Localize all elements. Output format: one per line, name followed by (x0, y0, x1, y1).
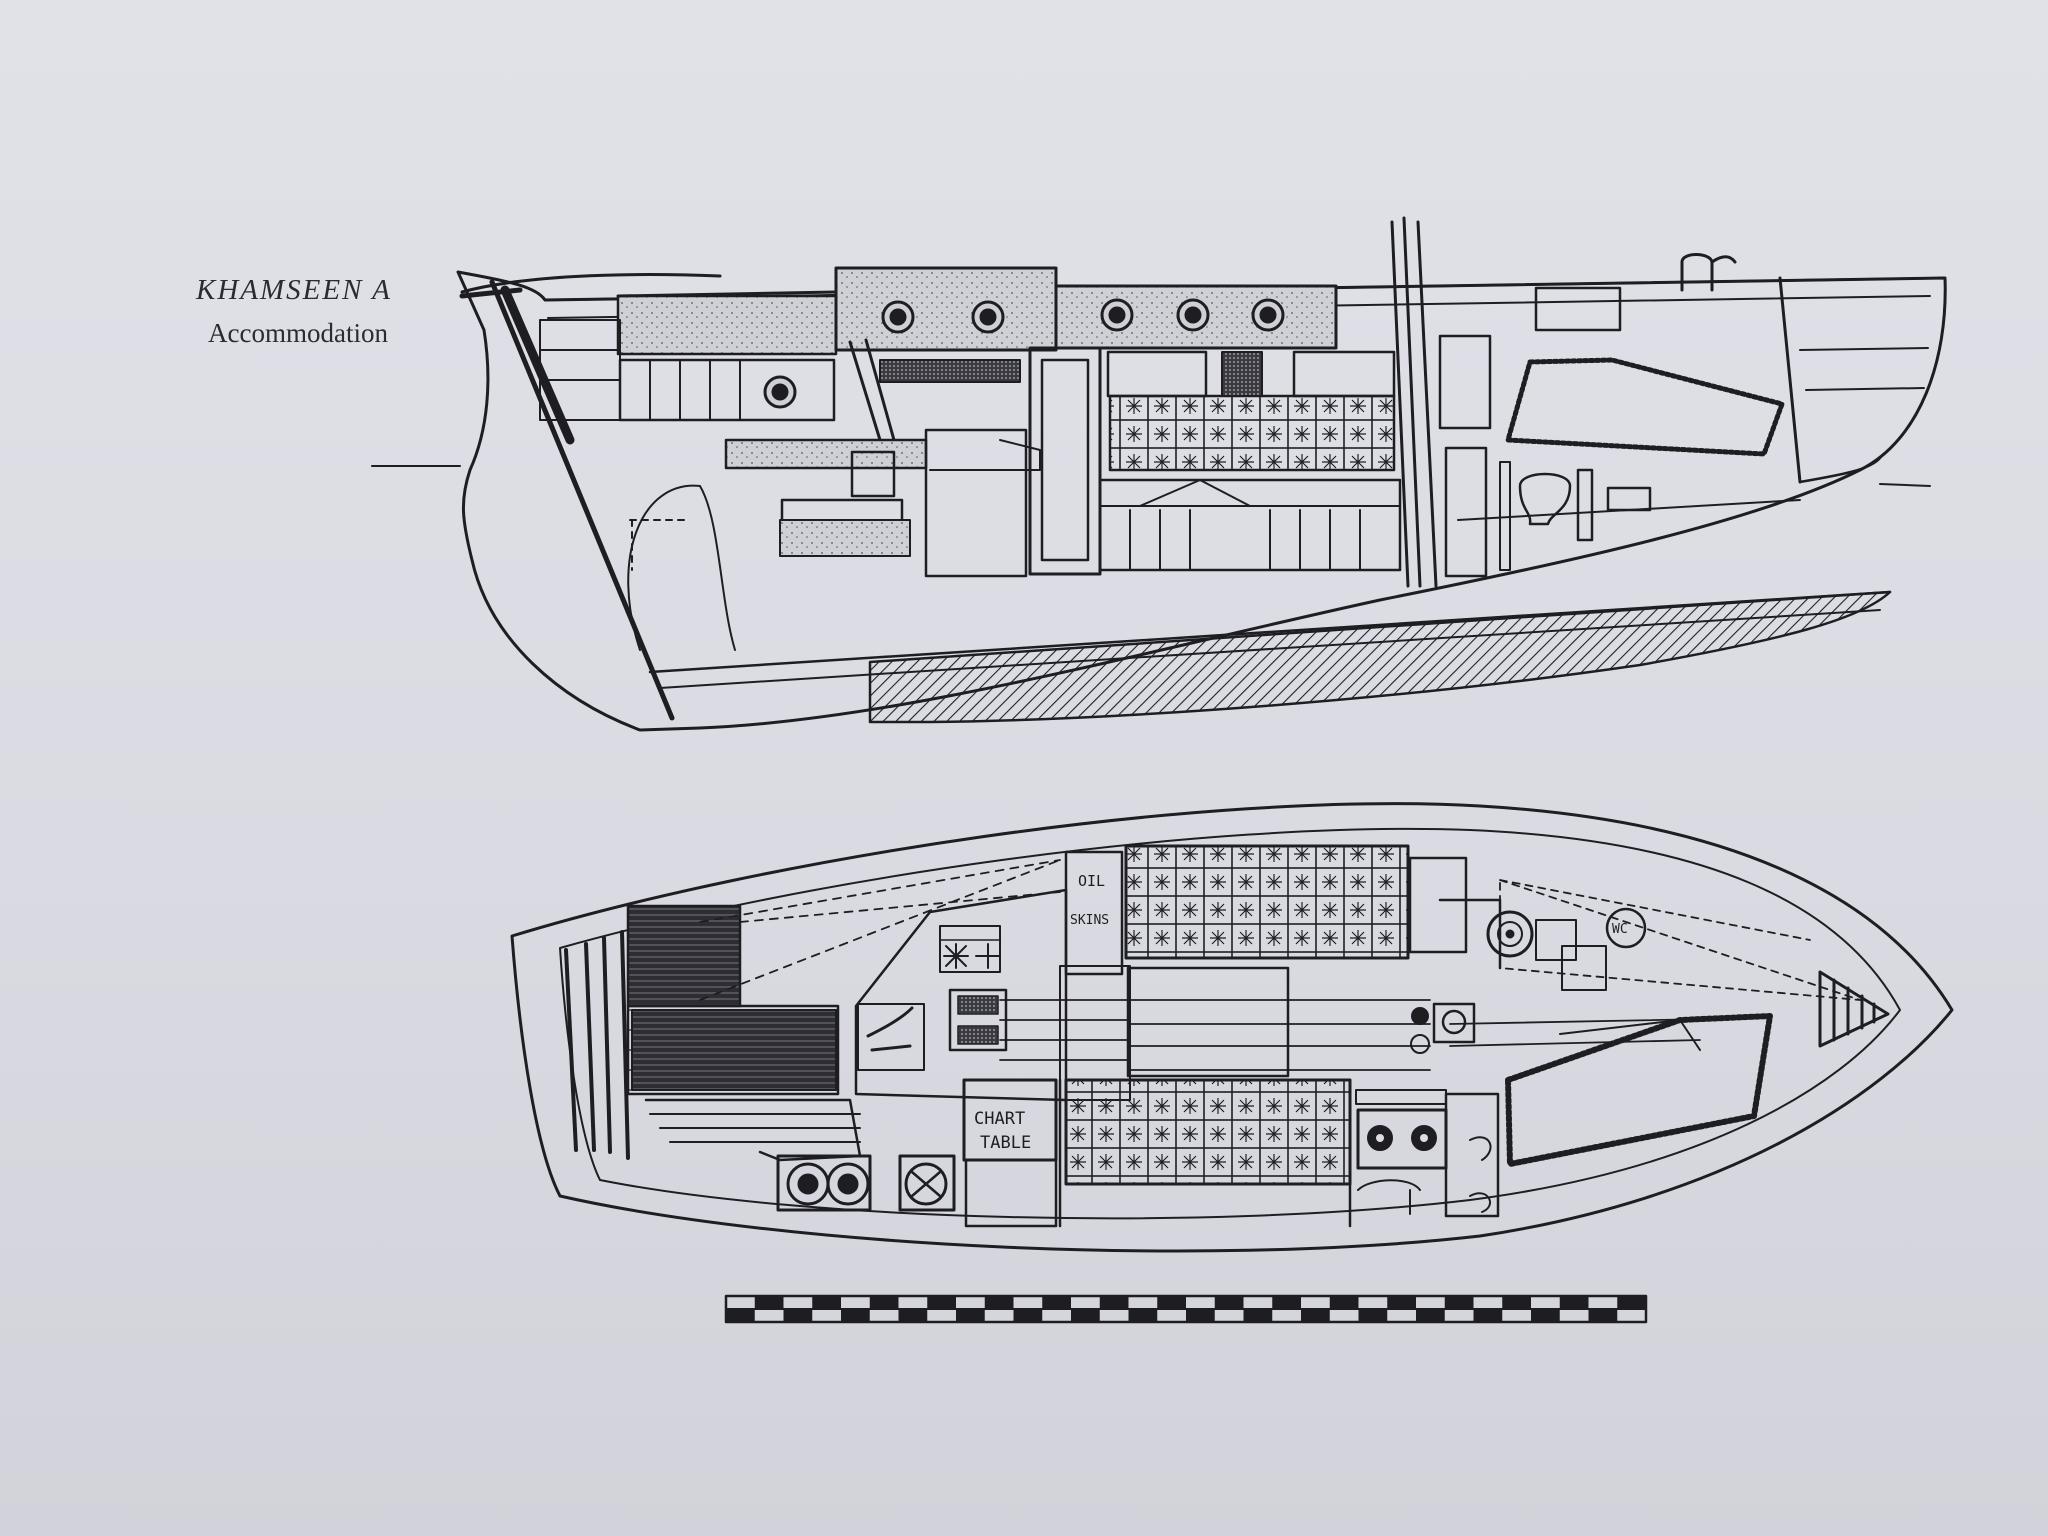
scale-bar-segment (1099, 1296, 1129, 1309)
scale-bar-segment (984, 1296, 1014, 1309)
settee-starboard (1064, 1078, 1352, 1186)
scale-bar-segment (1502, 1296, 1531, 1309)
scale-bar-segment (1444, 1296, 1474, 1309)
scale-bar-segment (956, 1309, 985, 1322)
winch-icon (904, 1162, 948, 1206)
hull-plan (510, 802, 1954, 1253)
oilskins-label-1: OIL (1078, 872, 1105, 890)
scale-bar-segment (754, 1296, 784, 1309)
scale-bar-segment (1214, 1296, 1244, 1309)
drawing-title: KHAMSEEN A (196, 274, 392, 306)
scale-bar-segment (1243, 1309, 1273, 1322)
chart-table-label-2: TABLE (980, 1133, 1031, 1153)
scale-bar-segment (1128, 1309, 1158, 1322)
scale-bar-segment (841, 1309, 870, 1322)
toilet-plan (1486, 910, 1534, 958)
wc-basin (1605, 907, 1647, 949)
scale-bar-segment (1071, 1309, 1100, 1322)
scale-bar-segment (1042, 1296, 1071, 1309)
scale-bar-segment (1588, 1309, 1618, 1322)
quarter-berth (1505, 357, 1785, 457)
oilskins-label-2: SKINS (1070, 913, 1109, 928)
wc-label: WC (1612, 922, 1628, 937)
settee-port (1124, 844, 1410, 960)
scale-bar-segment (1329, 1296, 1359, 1309)
scale-bar-segment (812, 1296, 841, 1309)
mast-stub (1390, 216, 1438, 588)
plan-view (510, 802, 1954, 1253)
scale-bar-segment (1416, 1309, 1445, 1322)
scale-bar-segment (1186, 1309, 1215, 1322)
scale-bar-segment (726, 1309, 755, 1322)
scale-bar-segment (1358, 1309, 1388, 1322)
scale-bar-segment (1531, 1309, 1560, 1322)
scale-bar-segment (1301, 1309, 1330, 1322)
scale-bar-segment (1157, 1296, 1186, 1309)
scale-bar-segment (783, 1309, 813, 1322)
scale-bar-segment (1387, 1296, 1416, 1309)
scale-bar-segment (869, 1296, 899, 1309)
scale-bar-segment (1013, 1309, 1043, 1322)
scale-bar-segment (1617, 1296, 1646, 1309)
chart-table-label-1: CHART (974, 1109, 1025, 1129)
saloon-table (1126, 966, 1290, 1078)
scale-bar-segment (1473, 1309, 1503, 1322)
scale-bar-segment (1559, 1296, 1589, 1309)
forepeak-stripes (1818, 970, 1890, 1048)
scale-bar-segment (927, 1296, 956, 1309)
profile-section (371, 216, 1947, 732)
drawing-subtitle: Accommodation (208, 318, 388, 348)
keel-ballast (868, 590, 1892, 724)
v-berth (1505, 1013, 1773, 1167)
scale-bar-segment (1272, 1296, 1301, 1309)
toilet-profile (1518, 472, 1572, 526)
scale-bar-segment (898, 1309, 928, 1322)
fuel-tank (826, 1162, 870, 1206)
